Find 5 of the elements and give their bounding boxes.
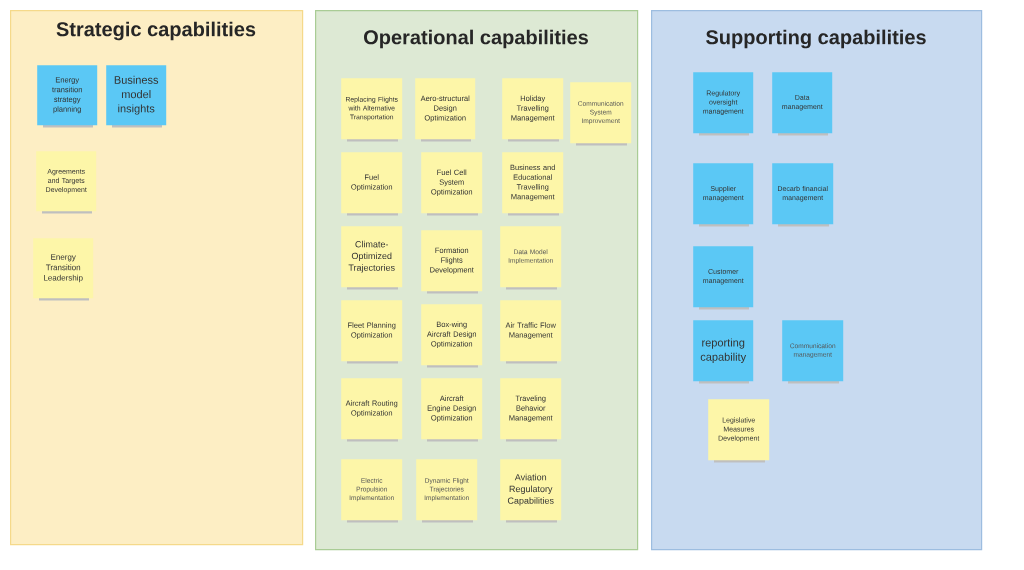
sticky-note: Aviation Regulatory Capabilities	[500, 459, 562, 523]
sticky-note: Climate-Optimized Trajectories	[341, 226, 403, 290]
sticky-note: Business model insights	[106, 65, 167, 128]
sticky-note: reporting capability	[693, 320, 754, 384]
sticky-note: Energy Transition Leadership	[33, 238, 94, 301]
